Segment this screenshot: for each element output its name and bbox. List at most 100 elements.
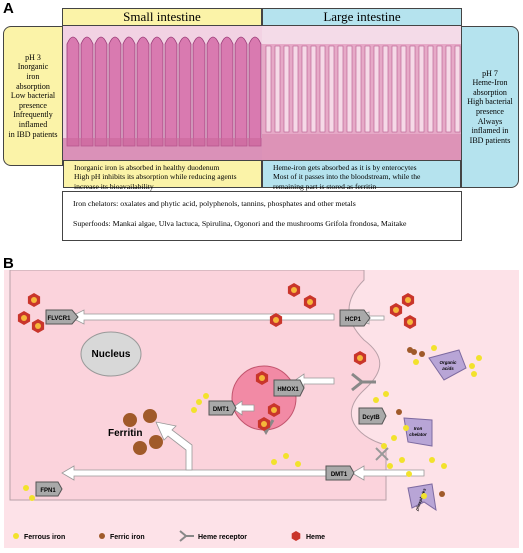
- heme-molecule: [257, 417, 271, 431]
- large-intestine-caption: Heme-iron gets absorbed as it is by ente…: [262, 160, 461, 191]
- legend-heme: Heme: [306, 534, 325, 541]
- large-intestine-histology-image: [262, 26, 461, 160]
- heme-molecule: [269, 313, 283, 327]
- ferrous-iron-dot: [191, 407, 197, 413]
- iron-chelators-text: Iron chelators: oxalates and phytic acid…: [73, 199, 356, 208]
- organic-acids-icon: Organic acids: [428, 349, 467, 381]
- small-intestine-property-line: Inorganic: [17, 62, 49, 72]
- ferrous-iron-dot: [413, 359, 419, 365]
- ferritin-cluster: Ferritin: [108, 409, 163, 455]
- svg-text:Iron: Iron: [414, 426, 423, 431]
- ferric-iron-dot: [396, 409, 402, 415]
- superfoods-text: Superfoods: Mankai algae, Ulva lactuca, …: [73, 219, 407, 228]
- ferrous-iron-dot: [403, 425, 409, 431]
- small-intestine-property-line: pH 3: [25, 52, 41, 62]
- heme-molecule: [353, 351, 367, 365]
- ferrous-iron-dot: [271, 459, 277, 465]
- ferrous-iron-dot: [469, 363, 475, 369]
- ferric-iron-dot: [419, 351, 425, 357]
- heme-molecule: [389, 303, 403, 317]
- chelators-superfoods-box: Iron chelators: oxalates and phytic acid…: [62, 191, 462, 241]
- ferrous-iron-dot: [399, 457, 405, 463]
- svg-text:HMOX1: HMOX1: [277, 387, 299, 393]
- heme-molecule: [287, 283, 301, 297]
- flvcr1-transporter: FLVCR1: [45, 309, 79, 325]
- svg-text:Ferritin: Ferritin: [108, 428, 142, 439]
- arrow-to-ferritin: [155, 421, 193, 471]
- ferrous-iron-dot: [23, 485, 29, 491]
- heme-molecule: [255, 371, 269, 385]
- ferrous-iron-dot: [421, 493, 427, 499]
- ferrous-iron-dot: [476, 355, 482, 361]
- legend-receptor: Heme receptor: [198, 534, 247, 541]
- ferrous-iron-dot: [29, 495, 35, 501]
- legend-ferrous: Ferrous iron: [24, 534, 65, 541]
- svg-text:acids: acids: [442, 366, 454, 371]
- large-intestine-property-line: High bacterial: [467, 97, 513, 107]
- arrow-endosome-dmt1: [231, 400, 255, 416]
- small-intestine-property-line: inflamed: [18, 119, 48, 129]
- heme-molecule: [303, 295, 317, 309]
- legend-ferric: Ferric iron: [110, 534, 145, 541]
- small-intestine-property-line: iron: [26, 72, 40, 82]
- svg-text:DMT1: DMT1: [213, 407, 230, 413]
- large-intestine-property-line: inflamed in: [471, 126, 509, 136]
- heme-molecule: [403, 315, 417, 329]
- large-intestine-property-line: Always: [477, 116, 503, 126]
- dmt1-outer-transporter: DMT1: [325, 465, 355, 481]
- large-intestine-caption-line: Most of it passes into the bloodstream, …: [273, 172, 421, 182]
- large-intestine-property-line: Heme-Iron: [472, 78, 508, 88]
- ferrous-iron-dot: [441, 463, 447, 469]
- dmt1-inner-transporter: DMT1: [208, 400, 237, 416]
- svg-text:FPN1: FPN1: [40, 488, 56, 494]
- heme-molecule: [27, 293, 41, 307]
- ferrous-iron-dot: [429, 457, 435, 463]
- hmox1-enzyme: HMOX1: [273, 379, 305, 397]
- ferrous-iron-dot: [373, 397, 379, 403]
- small-intestine-property-line: Low bacterial: [10, 91, 56, 101]
- svg-text:FLVCR1: FLVCR1: [48, 316, 72, 322]
- heme-molecule: [401, 293, 415, 307]
- legend-heme-icon: [291, 531, 301, 541]
- small-intestine-property-line: in IBD patients: [8, 129, 58, 139]
- hcp1-transporter: HCP1: [339, 309, 371, 327]
- heme-molecule: [267, 403, 281, 417]
- small-intestine-property-line: presence: [19, 100, 47, 110]
- small-intestine-header: Small intestine: [62, 8, 262, 26]
- svg-text:DMT1: DMT1: [331, 472, 348, 478]
- ferrous-iron-dot: [196, 399, 202, 405]
- ferrous-iron-dot: [203, 393, 209, 399]
- ferric-iron-dot: [411, 349, 417, 355]
- heme-molecule: [17, 311, 31, 325]
- svg-text:HCP1: HCP1: [345, 317, 362, 323]
- large-intestine-header: Large intestine: [262, 8, 462, 26]
- dcytb-enzyme: DcytB: [358, 407, 387, 425]
- small-intestine-histology-image: [63, 26, 262, 160]
- arrow-hcp1-to-flvcr1: [69, 309, 335, 325]
- small-intestine-caption-line: High pH inhibits its absorption while re…: [74, 172, 237, 182]
- ferrous-iron-dot: [295, 461, 301, 467]
- small-intestine-caption-line: Inorganic iron is absorbed in healthy du…: [74, 163, 220, 172]
- large-intestine-property-line: absorption: [473, 87, 507, 97]
- large-intestine-caption-line: remaining part is stored as ferritin: [273, 181, 377, 191]
- nucleus: [80, 331, 142, 377]
- small-intestine-caption: Inorganic iron is absorbed in healthy du…: [63, 160, 262, 191]
- fpn1-transporter: FPN1: [35, 481, 63, 497]
- iron-chelator-icon: Iron chelator: [403, 417, 433, 447]
- large-intestine-property-line: IBD patients: [469, 135, 511, 145]
- ferrous-iron-dot: [406, 471, 412, 477]
- panel-b-letter: B: [3, 255, 14, 272]
- svg-text:chelator: chelator: [409, 432, 427, 437]
- legend: Ferrous iron Ferric iron Heme receptor H…: [13, 530, 325, 542]
- ferrous-iron-dot: [391, 435, 397, 441]
- ferrous-iron-dot: [431, 345, 437, 351]
- ferrous-iron-dot: [381, 443, 387, 449]
- ferrous-iron-dot: [387, 463, 393, 469]
- ferrous-iron-dot: [383, 391, 389, 397]
- svg-text:Organic: Organic: [439, 360, 457, 365]
- small-intestine-property-line: absorption: [16, 81, 50, 91]
